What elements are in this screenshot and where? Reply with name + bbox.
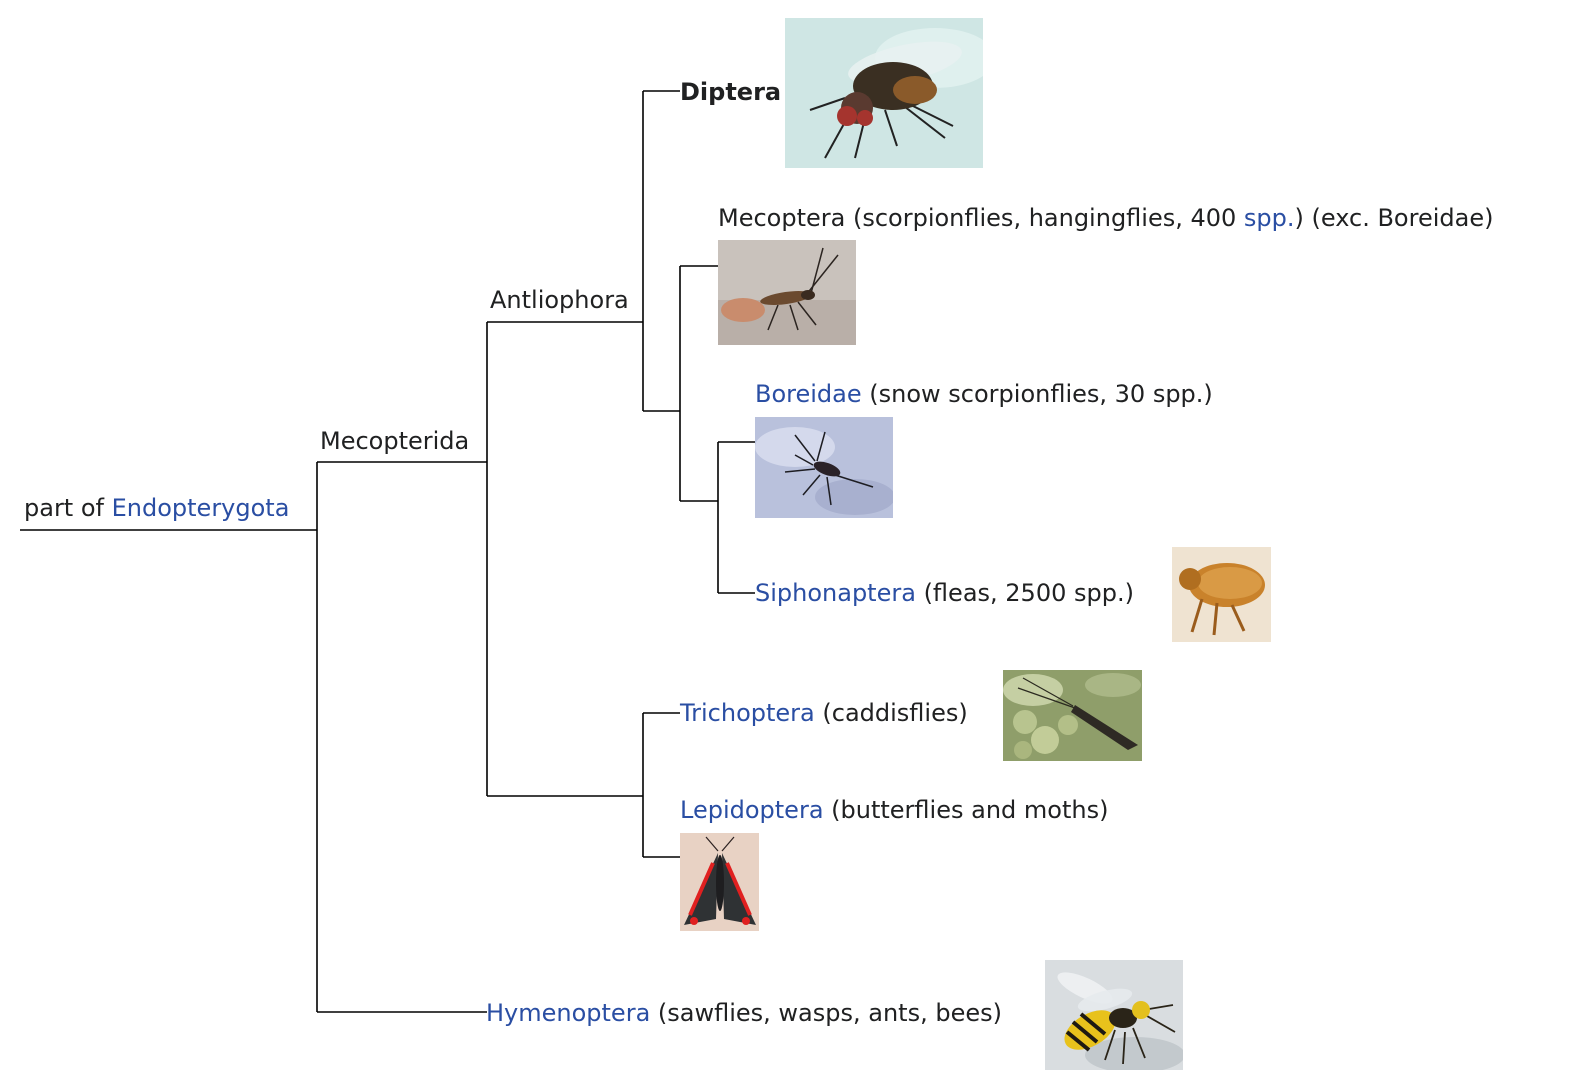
boreidae-desc: (snow scorpionflies, 30 spp.) — [861, 380, 1213, 408]
taxon-siphonaptera: Siphonaptera (fleas, 2500 spp.) — [755, 579, 1134, 607]
taxon-diptera: Diptera — [680, 78, 782, 106]
hymenoptera-photo[interactable] — [1045, 960, 1183, 1070]
mecoptera-name: Mecoptera — [718, 204, 846, 232]
diptera-photo[interactable] — [785, 18, 983, 168]
siphonaptera-desc: (fleas, 2500 spp.) — [915, 579, 1134, 607]
spp-link[interactable]: spp. — [1243, 204, 1295, 232]
clade-mecopterida: Mecopterida — [320, 427, 470, 455]
boreidae-photo[interactable] — [755, 417, 893, 518]
lepidoptera-link[interactable]: Lepidoptera — [680, 796, 824, 824]
endopterygota-link[interactable]: Endopterygota — [111, 494, 290, 522]
root-prefix: part of — [24, 494, 112, 522]
mecoptera-desc-a: (scorpionflies, hangingflies, 400 — [845, 204, 1244, 232]
trichoptera-photo[interactable] — [1003, 670, 1142, 761]
boreidae-link[interactable]: Boreidae — [755, 380, 862, 408]
trichoptera-link[interactable]: Trichoptera — [680, 699, 815, 727]
taxon-hymenoptera: Hymenoptera (sawflies, wasps, ants, bees… — [486, 999, 1002, 1027]
taxon-lepidoptera: Lepidoptera (butterflies and moths) — [680, 796, 1108, 824]
root-label: part of Endopterygota — [24, 494, 289, 522]
taxon-boreidae: Boreidae (snow scorpionflies, 30 spp.) — [755, 380, 1213, 408]
hymenoptera-desc: (sawflies, wasps, ants, bees) — [650, 999, 1002, 1027]
trichoptera-desc: (caddisflies) — [814, 699, 968, 727]
taxon-mecoptera: Mecoptera (scorpionflies, hangingflies, … — [718, 204, 1493, 232]
siphonaptera-photo[interactable] — [1172, 547, 1271, 642]
lepidoptera-desc: (butterflies and moths) — [823, 796, 1109, 824]
lepidoptera-photo[interactable] — [680, 833, 759, 931]
taxon-trichoptera: Trichoptera (caddisflies) — [680, 699, 968, 727]
hymenoptera-link[interactable]: Hymenoptera — [486, 999, 651, 1027]
clade-antliophora: Antliophora — [490, 286, 629, 314]
siphonaptera-link[interactable]: Siphonaptera — [755, 579, 916, 607]
mecoptera-desc-b: ) (exc. Boreidae) — [1294, 204, 1494, 232]
mecoptera-photo[interactable] — [718, 240, 856, 345]
